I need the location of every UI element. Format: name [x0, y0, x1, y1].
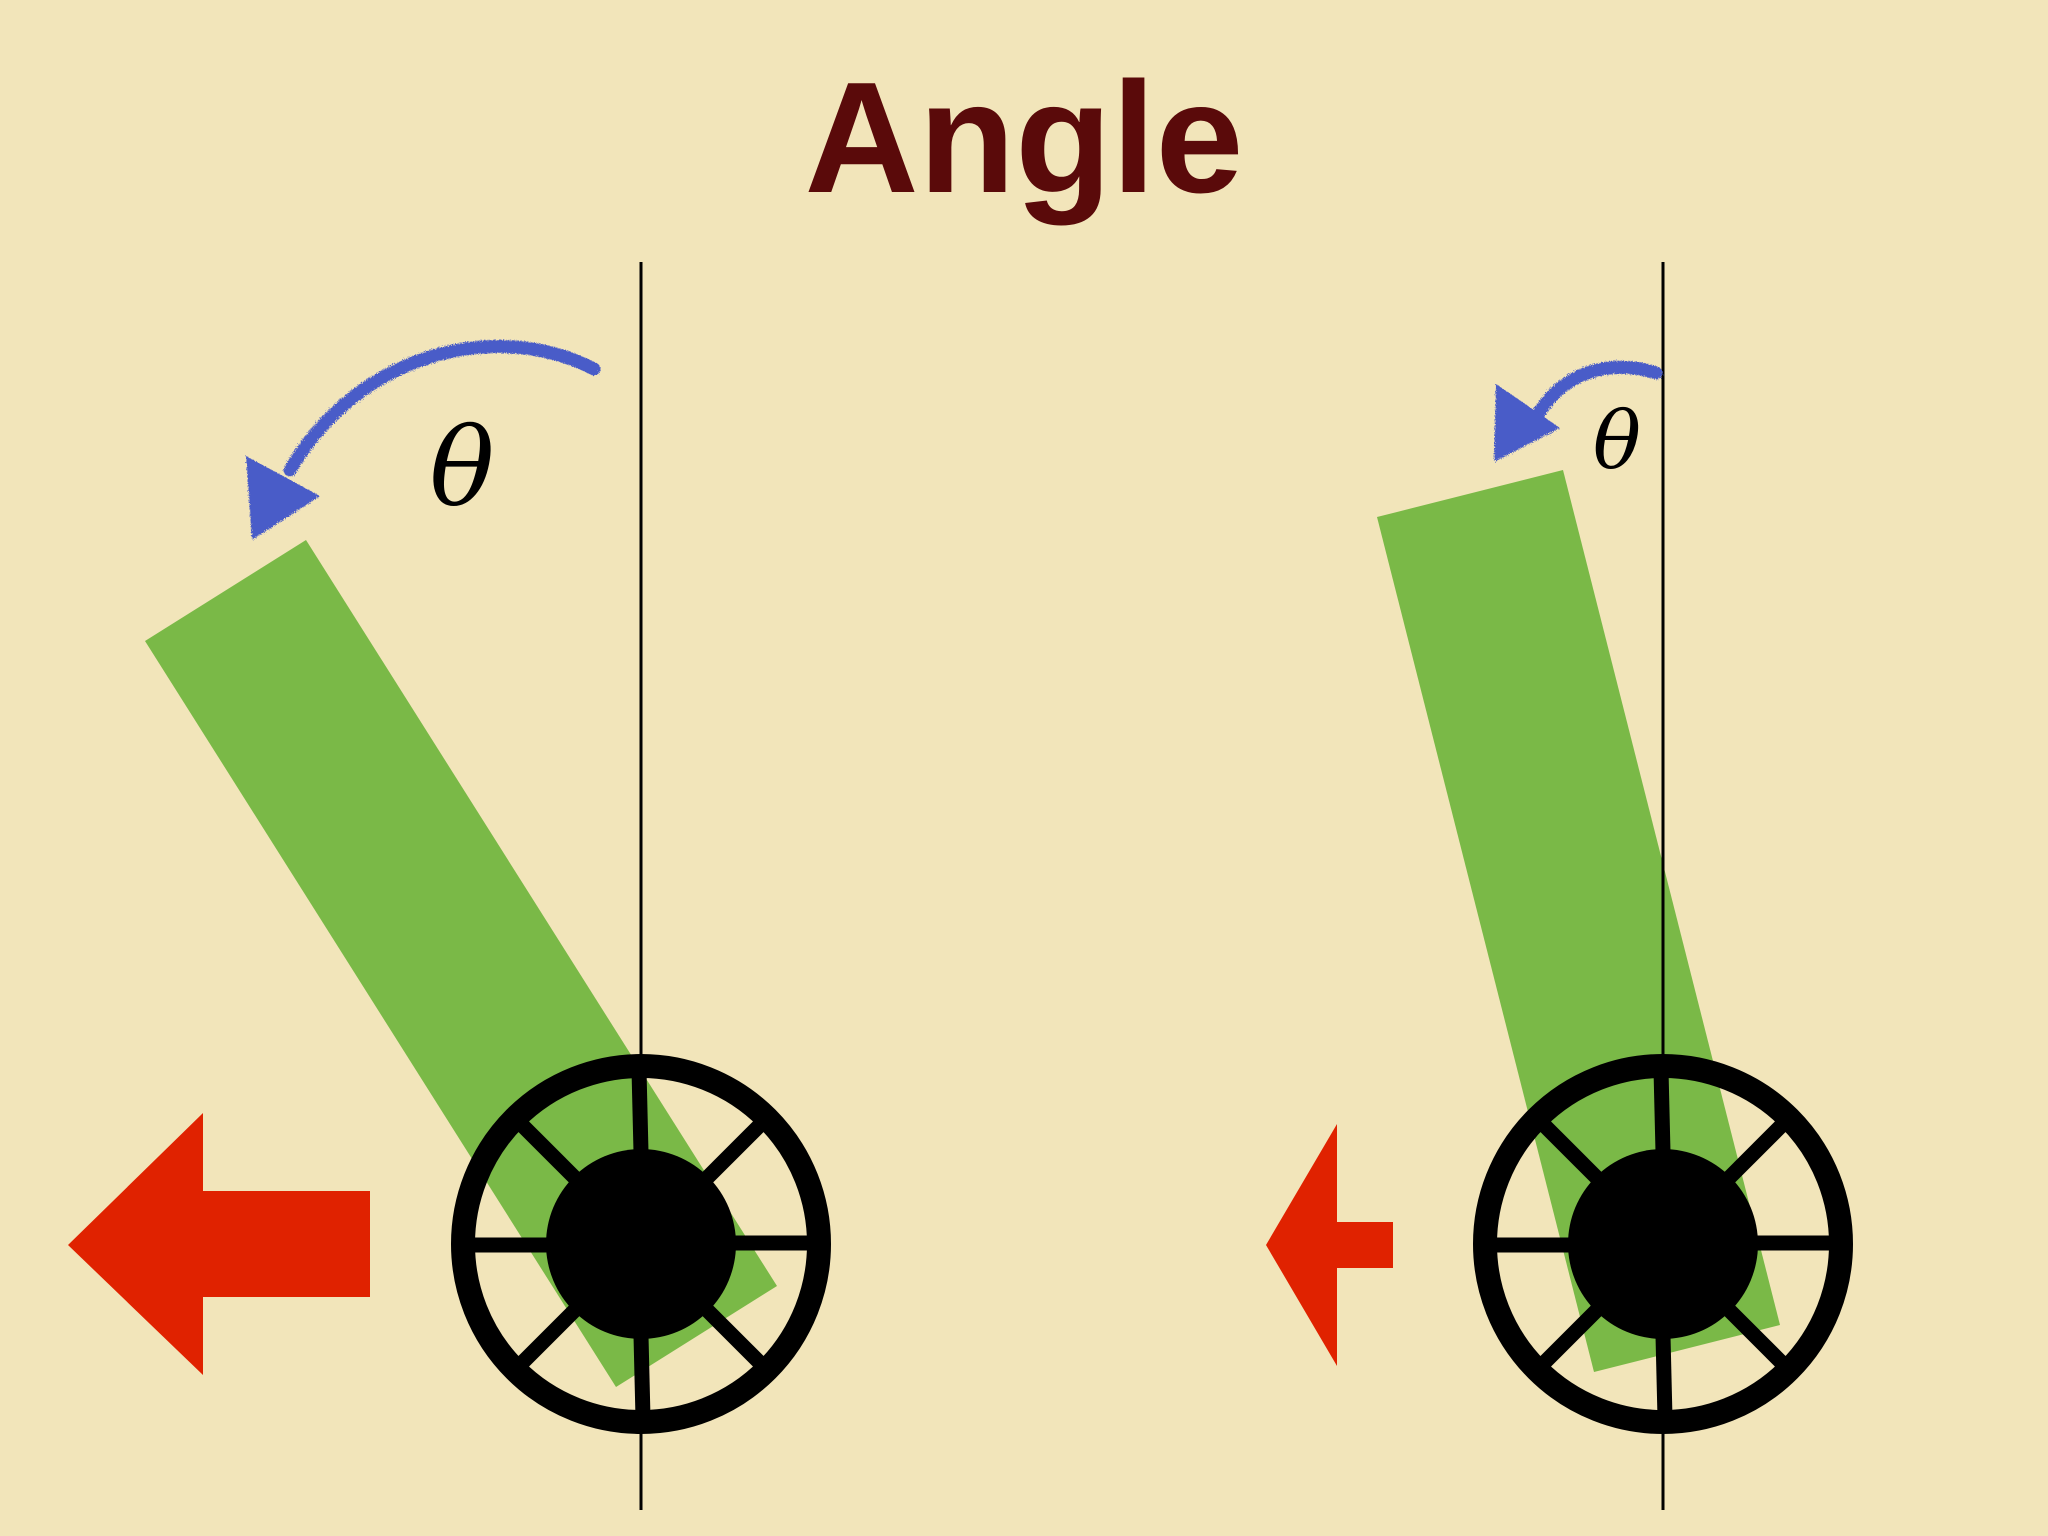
wheel-rim [1473, 1054, 1853, 1434]
angle-arrow-curve [283, 340, 601, 477]
wheel-spoke [700, 1303, 770, 1373]
wheel-spoke [1722, 1115, 1792, 1185]
wheel-hub [1568, 1149, 1758, 1339]
wheel-spoke [512, 1115, 582, 1185]
wheel [1473, 1054, 1853, 1434]
wheel-spoke [1655, 1335, 1673, 1419]
angle-arrow-curve [1528, 360, 1663, 427]
pendulum-rod [1377, 470, 1780, 1372]
wheel-spoke [512, 1303, 582, 1373]
angle-label: θ [1593, 394, 1641, 487]
wheel-spoke [1722, 1303, 1792, 1373]
angle-arrow [246, 340, 601, 540]
angle-arrow-head [1494, 384, 1560, 462]
wheel [451, 1054, 831, 1434]
wheel-spokes [467, 1069, 815, 1419]
wheel-spoke [633, 1335, 651, 1419]
angle-label: θ [429, 406, 494, 531]
push-arrow-left-small [1266, 1124, 1393, 1366]
panel-large-angle: θ [68, 262, 831, 1510]
wheel-spokes [1489, 1069, 1837, 1419]
panel-small-angle: θ [1266, 262, 1853, 1510]
wheel-spoke [1534, 1303, 1604, 1373]
angle-arrow [1494, 360, 1663, 462]
wheel-spoke [1534, 1115, 1604, 1185]
wheel-rim [451, 1054, 831, 1434]
wheel-hub [546, 1149, 736, 1339]
wheel-spoke [631, 1069, 649, 1153]
push-arrow-left-large [68, 1113, 370, 1375]
wheel-spoke [700, 1115, 770, 1185]
wheel-spoke [1653, 1069, 1671, 1153]
angle-arrow-head [246, 456, 320, 540]
page-title: Angle [804, 50, 1244, 226]
